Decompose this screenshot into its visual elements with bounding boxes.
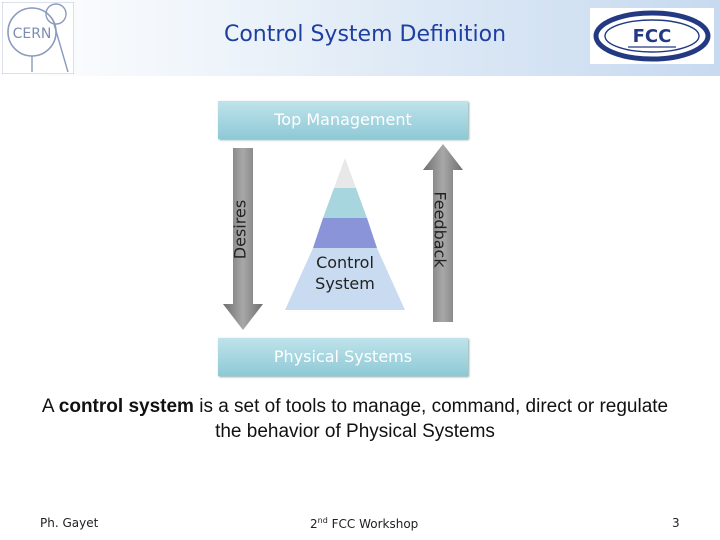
pyramid-tier-top xyxy=(334,158,356,188)
definition-lead: A xyxy=(41,396,59,417)
physical-systems-band: Physical Systems xyxy=(218,338,468,376)
physical-systems-label: Physical Systems xyxy=(273,347,413,366)
definition-rest: is a set of tools to manage, command, di… xyxy=(193,396,669,442)
control-system-pyramid xyxy=(285,158,405,310)
footer-event-sup: nd xyxy=(317,516,328,525)
top-management-band: Top Management xyxy=(218,101,468,139)
footer-event-rest: FCC Workshop xyxy=(327,517,419,531)
feedback-label: Feedback xyxy=(430,191,450,268)
definition-bold: control system xyxy=(58,396,194,417)
pyramid-tier-middle xyxy=(313,218,377,248)
control-system-label-line2: System xyxy=(315,274,375,293)
fcc-logo-text: FCC xyxy=(633,26,672,47)
footer-event: 2nd FCC Workshop xyxy=(310,516,418,531)
footer-author: Ph. Gayet xyxy=(40,516,99,530)
feedback-arrow-up-icon xyxy=(423,144,463,322)
control-system-label: Control System xyxy=(305,252,385,294)
footer-event-prefix: 2 xyxy=(310,517,318,531)
pyramid-tier-base xyxy=(285,248,405,310)
pyramid-tier-upper xyxy=(323,188,367,218)
cern-logo: CERN xyxy=(2,2,74,74)
fcc-logo: FCC xyxy=(590,8,714,64)
desires-label: Desires xyxy=(230,199,250,260)
cern-logo-text: CERN xyxy=(13,26,52,42)
footer-page-number: 3 xyxy=(672,516,680,530)
definition-text: A control system is a set of tools to ma… xyxy=(40,394,670,444)
top-management-label: Top Management xyxy=(274,110,412,129)
page-title: Control System Definition xyxy=(223,22,507,47)
desires-arrow-down-icon xyxy=(223,148,263,330)
control-system-label-line1: Control xyxy=(316,253,374,272)
